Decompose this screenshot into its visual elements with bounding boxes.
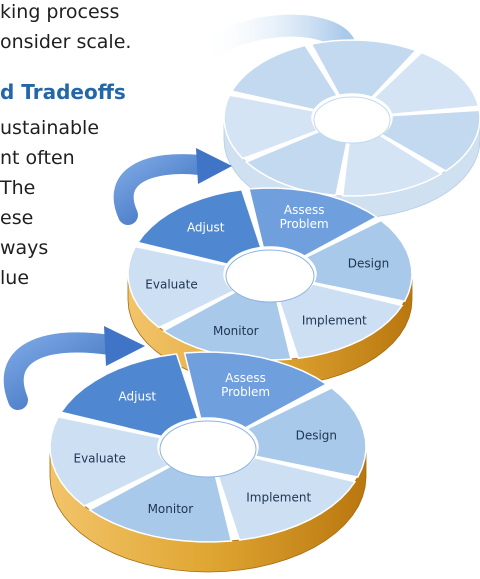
- cycle-segment: [183, 351, 328, 429]
- body-text-line: king process: [0, 1, 120, 23]
- cycle-arrow-bottom: [3, 332, 120, 410]
- cycle-segment: [230, 44, 339, 111]
- cycle-segment: [304, 219, 413, 303]
- cycle-segment: [223, 94, 320, 160]
- cycle-center-hole: [159, 420, 257, 478]
- arrow-head-icon: [196, 148, 232, 184]
- body-text-line: lue: [0, 267, 30, 289]
- cycle-step-label: Monitor: [213, 324, 259, 338]
- cycle-step-label-line: Implement: [246, 491, 311, 505]
- cycle-step-label-line: Assess: [225, 371, 266, 385]
- cycle-arrow-middle: [113, 154, 210, 225]
- cycle-step-label-line: Design: [348, 257, 389, 271]
- body-text-line: onsider scale.: [0, 31, 132, 53]
- cycle-step-label-line: Problem: [221, 385, 270, 399]
- cycle-segment: [245, 387, 367, 478]
- cycle-segment: [248, 187, 378, 257]
- cycle-step-label-line: Monitor: [213, 324, 259, 338]
- cycle-segment: [59, 353, 199, 438]
- cycle-step-label-line: Adjust: [119, 389, 157, 403]
- arrow-head-icon: [104, 326, 145, 366]
- cycle-step-label: Evaluate: [145, 278, 197, 292]
- cycle-step-label-line: Design: [296, 429, 337, 443]
- cycle-step-label: Design: [348, 257, 389, 271]
- cycle-step-label-line: Monitor: [148, 502, 194, 516]
- cycle-step-label: Implement: [246, 491, 311, 505]
- cycle-segment: [372, 51, 480, 116]
- section-heading: d Tradeoffs: [0, 80, 126, 104]
- cycle-step-label-line: Problem: [280, 217, 329, 231]
- cycle-step-label-line: Evaluate: [73, 452, 125, 466]
- cycle-step-label: Adjust: [119, 389, 157, 403]
- cycle-step-label-line: Implement: [302, 313, 367, 327]
- cycle-step-label: Evaluate: [73, 452, 125, 466]
- cycle-step-label-line: Evaluate: [145, 278, 197, 292]
- cycle-arrow-top: [189, 14, 356, 71]
- cycle-center-hole: [225, 249, 315, 303]
- body-text-line: nt often: [0, 147, 75, 169]
- body-text-line: ways: [0, 237, 49, 259]
- cycle-center-hole: [313, 96, 391, 144]
- cycle-step-label-line: Adjust: [187, 221, 225, 235]
- cycle-step-label: Design: [296, 429, 337, 443]
- cycle-step-label: Implement: [302, 313, 367, 327]
- cycle-step-label-line: Assess: [284, 203, 325, 217]
- body-text-line: ustainable: [0, 117, 100, 139]
- cycle-step-label: Adjust: [187, 221, 225, 235]
- cycle-segment: [136, 188, 262, 265]
- body-text-line: ese: [0, 207, 34, 229]
- body-text-line: The: [0, 177, 36, 199]
- cycle-segment: [310, 39, 418, 99]
- cycle-step-label: Monitor: [148, 502, 194, 516]
